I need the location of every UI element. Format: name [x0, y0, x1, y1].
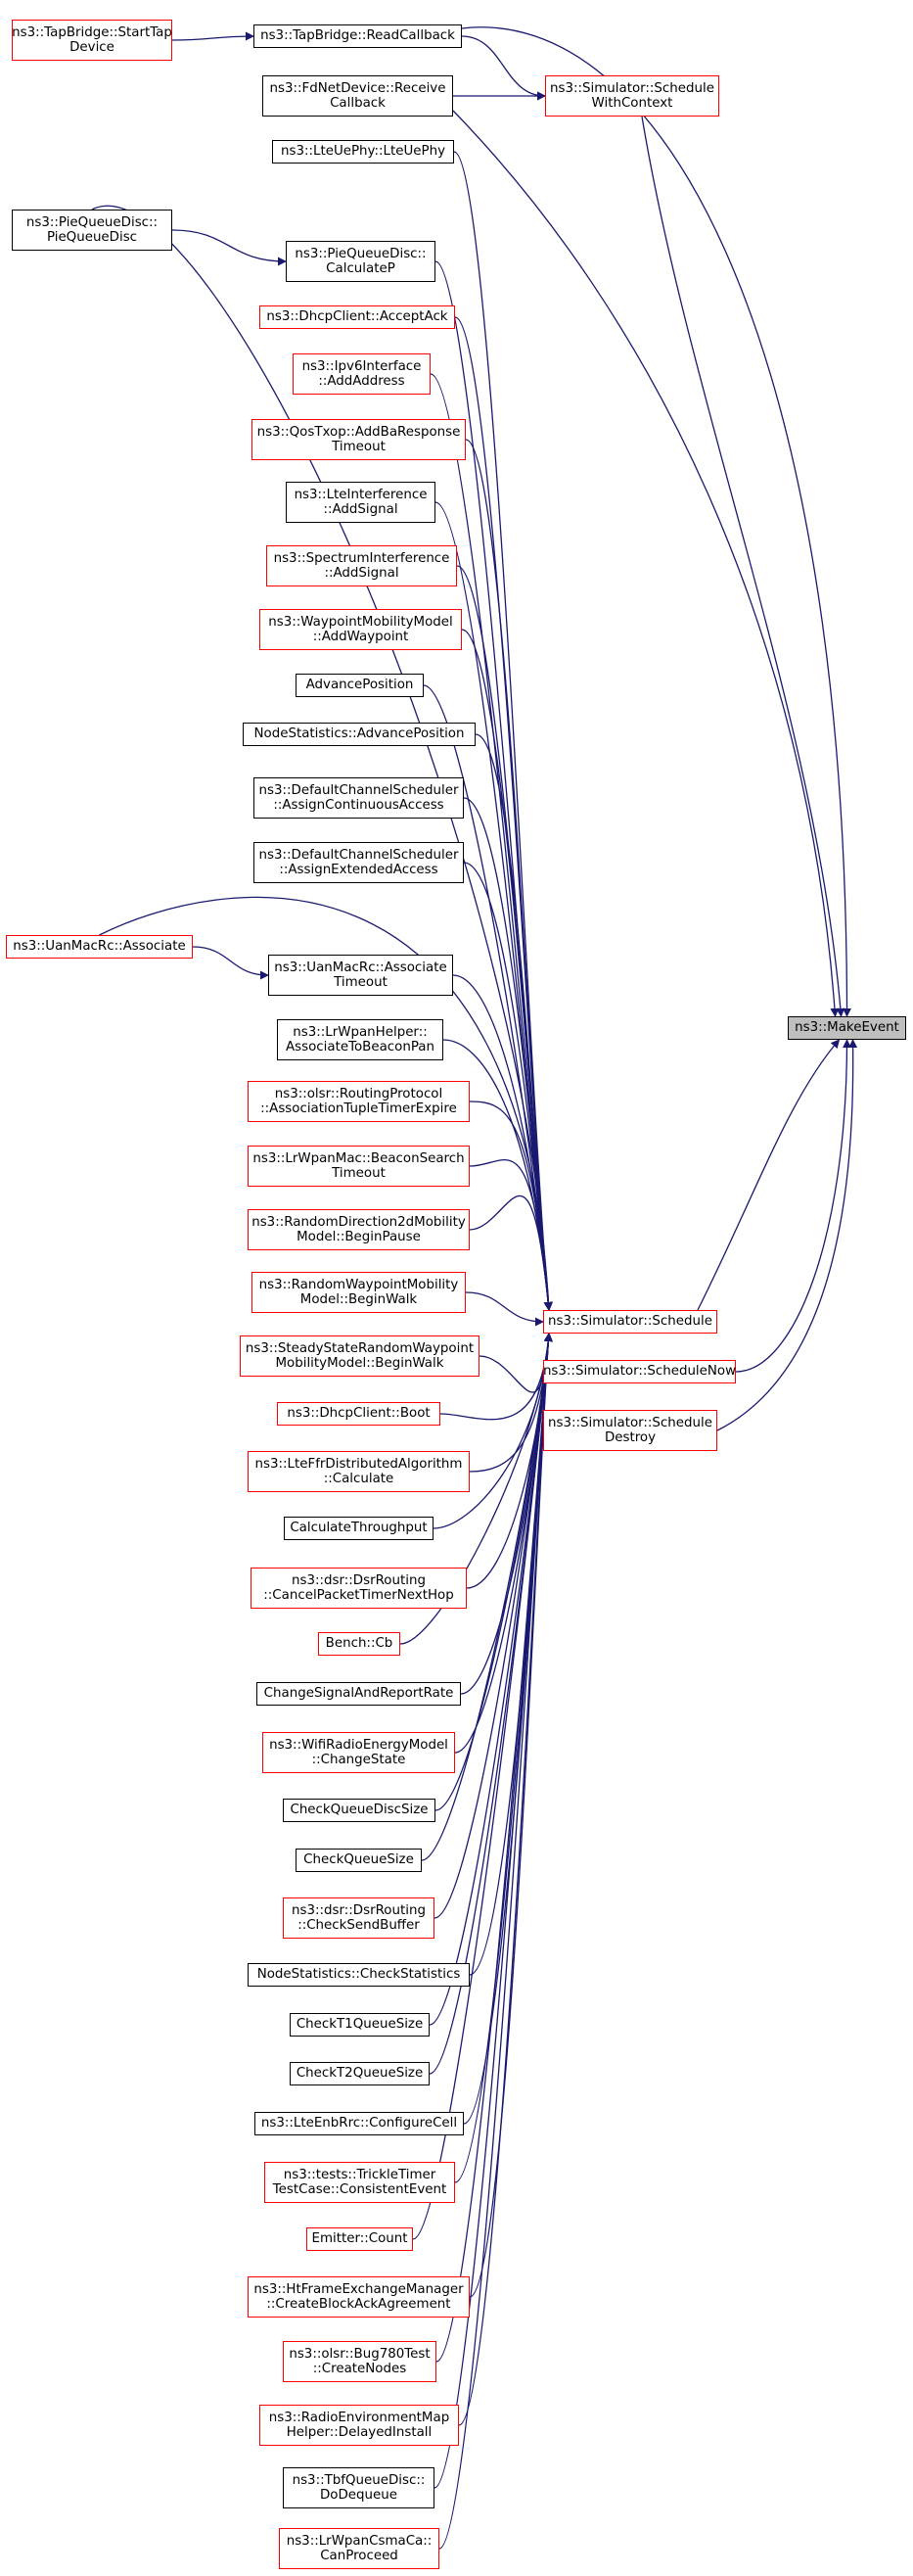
tbf-queue-disc-do-dequeue-node[interactable]: ns3::TbfQueueDisc:: DoDequeue [283, 2467, 434, 2508]
pie-queue-disc-ctor-node[interactable]: ns3::PieQueueDisc:: PieQueueDisc [12, 210, 172, 251]
node-statistics-advance-position-node[interactable]: NodeStatistics::AdvancePosition [243, 723, 476, 746]
wifi-radio-energy-model-change-state-node[interactable]: ns3::WifiRadioEnergyModel ::ChangeState [262, 1732, 455, 1773]
simulator-schedule-with-context-node[interactable]: ns3::Simulator::Schedule WithContext [545, 75, 719, 117]
node-statistics-check-statistics-node[interactable]: NodeStatistics::CheckStatistics [248, 1963, 470, 1987]
bench-cb-node[interactable]: Bench::Cb [318, 1632, 400, 1656]
random-direction-2d-begin-pause-node[interactable]: ns3::RandomDirection2dMobility Model::Be… [248, 1209, 470, 1250]
edge-tapbridgeread-to-makeevent [461, 26, 851, 1017]
check-queue-size-node[interactable]: CheckQueueSize [296, 1849, 422, 1872]
edge-dcs_continuous-to-schedule [463, 797, 553, 1311]
dsr-routing-cancel-packet-timer-next-hop-node[interactable]: ns3::dsr::DsrRouting ::CancelPacketTimer… [251, 1568, 467, 1609]
fdnet-device-receive-callback-node[interactable]: ns3::FdNetDevice::Receive Callback [262, 75, 453, 117]
edge-randwaypoint_walk-to-schedule [465, 1291, 544, 1327]
tapbridge-start-tap-device-node[interactable]: ns3::TapBridge::StartTap Device [12, 20, 172, 61]
ipv6-interface-add-address-node[interactable]: ns3::Ipv6Interface ::AddAddress [293, 353, 431, 395]
lte-interference-add-signal-node[interactable]: ns3::LteInterference ::AddSignal [286, 482, 435, 523]
calculate-throughput-node[interactable]: CalculateThroughput [284, 1517, 434, 1540]
change-signal-and-report-rate-node[interactable]: ChangeSignalAndReportRate [256, 1682, 461, 1706]
check-queue-disc-size-node[interactable]: CheckQueueDiscSize [283, 1799, 435, 1822]
simulator-schedule-now-node[interactable]: ns3::Simulator::ScheduleNow [543, 1360, 736, 1383]
uan-mac-rc-associate-timeout-node[interactable]: ns3::UanMacRc::Associate Timeout [268, 955, 453, 996]
dhcp-client-accept-ack-node[interactable]: ns3::DhcpClient::AcceptAck [259, 305, 455, 329]
edge-schedulewithcontext-to-makeevent [641, 116, 845, 1017]
default-channel-scheduler-assign-extended-access-node[interactable]: ns3::DefaultChannelScheduler ::AssignExt… [253, 842, 464, 883]
uan-mac-rc-associate-node[interactable]: ns3::UanMacRc::Associate [6, 935, 193, 959]
pie-queue-disc-calculate-p-node[interactable]: ns3::PieQueueDisc:: CalculateP [286, 241, 435, 282]
edge-bench_cb-to-schedule [399, 1333, 553, 1645]
edge-htframe_blockack-to-schedule [469, 1333, 553, 2298]
default-channel-scheduler-assign-continuous-access-node[interactable]: ns3::DefaultChannelScheduler ::AssignCon… [253, 777, 464, 819]
dsr-routing-check-send-buffer-node[interactable]: ns3::dsr::DsrRouting ::CheckSendBuffer [283, 1897, 434, 1939]
check-t2-queue-size-node[interactable]: CheckT2QueueSize [290, 2062, 430, 2085]
edge-tapbridge_read-to-schedule_with_context [461, 35, 546, 101]
lte-ue-phy-node[interactable]: ns3::LteUePhy::LteUePhy [272, 140, 454, 164]
lrwpan-helper-associate-to-beacon-pan-node[interactable]: ns3::LrWpanHelper:: AssociateToBeaconPan [277, 1019, 443, 1060]
edge-randdir_pause-to-schedule [469, 1194, 553, 1311]
edge-scheduledestroy-to-makeevent [716, 1039, 858, 1431]
qos-txop-add-ba-response-timeout-node[interactable]: ns3::QosTxop::AddBaResponse Timeout [251, 419, 466, 460]
edge-check_queue-to-schedule [421, 1333, 553, 1861]
edge-schedule-to-makeevent [697, 1039, 841, 1311]
lrwpan-mac-beacon-search-timeout-node[interactable]: ns3::LrWpanMac::BeaconSearch Timeout [248, 1146, 470, 1187]
ht-frame-exchange-create-block-ack-agreement-node[interactable]: ns3::HtFrameExchangeManager ::CreateBloc… [248, 2276, 470, 2318]
edge-uanmacrc_associate-to-schedule [99, 896, 554, 1311]
edge-fdnet-to-makeevent [452, 110, 840, 1017]
olsr-association-tuple-timer-expire-node[interactable]: ns3::olsr::RoutingProtocol ::Association… [248, 1081, 470, 1122]
simulator-schedule-node[interactable]: ns3::Simulator::Schedule [543, 1310, 717, 1334]
simulator-schedule-destroy-node[interactable]: ns3::Simulator::Schedule Destroy [543, 1410, 717, 1451]
spectrum-interference-add-signal-node[interactable]: ns3::SpectrumInterference ::AddSignal [266, 545, 457, 586]
trickle-timer-consistent-event-node[interactable]: ns3::tests::TrickleTimer TestCase::Consi… [264, 2162, 455, 2203]
dhcp-client-boot-node[interactable]: ns3::DhcpClient::Boot [277, 1402, 440, 1426]
edge-schedulenow-to-makeevent [735, 1039, 851, 1373]
lte-enb-rrc-configure-cell-node[interactable]: ns3::LteEnbRrc::ConfigureCell [254, 2112, 464, 2135]
olsr-bug780-create-nodes-node[interactable]: ns3::olsr::Bug780Test ::CreateNodes [283, 2341, 436, 2382]
steady-state-random-waypoint-begin-walk-node[interactable]: ns3::SteadyStateRandomWaypoint MobilityM… [240, 1335, 479, 1377]
edge-rem_install-to-schedule [458, 1333, 553, 2426]
make-event-node: ns3::MakeEvent [788, 1016, 906, 1040]
edge-piequeuedisc_ctor-to-piequeuedisc_calc [171, 229, 287, 266]
edge-lrwpancsma_proceed-to-schedule [438, 1333, 553, 2550]
edge-tapbridge_start-to-tapbridge_read [171, 31, 254, 41]
emitter-count-node[interactable]: Emitter::Count [306, 2227, 413, 2251]
random-waypoint-begin-walk-node[interactable]: ns3::RandomWaypointMobility Model::Begin… [251, 1272, 466, 1313]
tapbridge-read-callback-node[interactable]: ns3::TapBridge::ReadCallback [253, 24, 462, 48]
edge-qostxop-to-schedule [465, 439, 553, 1311]
lrwpan-csma-ca-can-proceed-node[interactable]: ns3::LrWpanCsmaCa:: CanProceed [279, 2528, 439, 2569]
edge-uanmacrc_associate-to-uanmacrc_timeout [192, 946, 269, 980]
waypoint-mobility-model-add-waypoint-node[interactable]: ns3::WaypointMobilityModel ::AddWaypoint [259, 609, 462, 650]
check-t1-queue-size-node[interactable]: CheckT1QueueSize [290, 2013, 430, 2037]
radio-environment-map-delayed-install-node[interactable]: ns3::RadioEnvironmentMap Helper::Delayed… [259, 2405, 459, 2446]
advance-position-node[interactable]: AdvancePosition [296, 674, 424, 697]
lte-ffr-distributed-algorithm-calculate-node[interactable]: ns3::LteFfrDistributedAlgorithm ::Calcul… [248, 1451, 470, 1492]
